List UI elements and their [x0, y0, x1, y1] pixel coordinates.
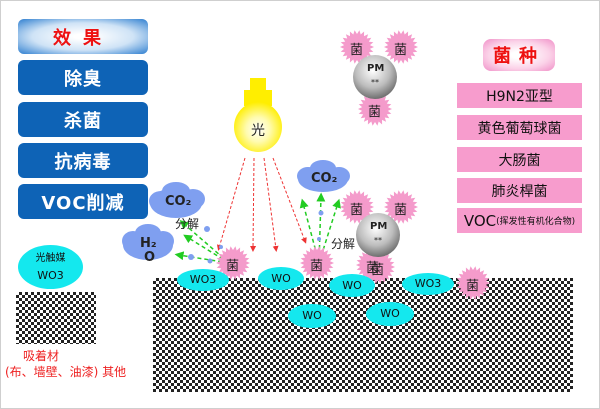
bacteria-label: 菌: [371, 263, 385, 278]
species-header: 菌种: [483, 39, 555, 71]
pm-sub-bottom: **: [374, 236, 382, 245]
wo3-catalyst: WO: [366, 302, 414, 326]
pm-label-top: PM: [367, 63, 385, 74]
species-h9n2: H9N2亚型: [457, 83, 582, 108]
species-e-coli: 大肠菌: [457, 147, 582, 172]
legend-adsorbent-label: 吸着材: [23, 349, 60, 363]
adsorbent-surface: [153, 278, 573, 392]
effects-header: 效果: [18, 19, 148, 54]
bacteria-icon: [456, 266, 490, 300]
light-label: 光: [251, 123, 265, 139]
bacteria-label: 菌: [350, 203, 364, 218]
light-ray: [216, 157, 246, 251]
species-klebsiella: 肺炎桿菌: [457, 178, 582, 203]
wo3-catalyst: WO3: [177, 269, 229, 291]
bacteria-label: 菌: [466, 279, 480, 294]
bacteria-icon: [384, 30, 418, 64]
effect-deodorize: 除臭: [18, 60, 148, 95]
bacteria-icon: [216, 246, 250, 280]
bacteria-layer: [216, 30, 490, 300]
co2-cloud-right: [297, 160, 350, 192]
voc-main: VOC: [463, 211, 497, 230]
co2-cloud-left: [149, 182, 205, 218]
h2o-label-line2: O: [144, 250, 156, 265]
wo3-text: WO: [380, 307, 400, 320]
molecule-dots: [188, 210, 324, 264]
bacteria-label: 菌: [368, 105, 382, 120]
effect-sterilize: 杀菌: [18, 102, 148, 137]
bacteria-label: 菌: [226, 259, 240, 274]
legend-photocatalyst-formula: WO3: [37, 268, 64, 282]
legend-photocatalyst: 光触媒 WO3: [18, 245, 83, 289]
bacteria-label: 菌: [310, 259, 324, 274]
effect-antivirus: 抗病毒: [18, 143, 148, 178]
wo3-text: WO: [302, 309, 322, 322]
effect-voc-reduction: VOC削减: [18, 184, 148, 219]
co2-label-right: CO₂: [311, 171, 338, 186]
wo3-text: WO: [271, 271, 291, 285]
wo3-catalyst: WO: [329, 274, 375, 297]
pm-particle-top: [353, 55, 397, 99]
bacteria-label: 菌: [366, 261, 380, 276]
pm-label-bottom: PM: [370, 221, 388, 232]
bacteria-label: 菌: [394, 43, 408, 58]
species-staphylococcus: 黄色葡萄球菌: [457, 115, 582, 140]
pm-sub-top: **: [371, 78, 379, 87]
light-ray: [250, 157, 257, 252]
wo3-catalyst: WO: [258, 267, 304, 290]
legend-adsorbent-examples: (布、墙壁、油漆) 其他: [5, 365, 127, 379]
co2-label-left: CO₂: [165, 194, 192, 209]
legend-photocatalyst-label: 光触媒: [35, 252, 66, 264]
wo3-text: WO: [342, 278, 362, 292]
voc-sub: (挥发性有机化合物): [496, 217, 576, 227]
h2o-label-line1: H₂: [140, 236, 157, 251]
bacteria-icon: [300, 246, 334, 280]
species-voc: VOC(挥发性有机化合物): [457, 208, 582, 233]
bacteria-icon: [384, 190, 418, 224]
decompose-label-right: 分解: [331, 237, 356, 251]
light-rays: [216, 157, 307, 252]
h2o-cloud: [122, 224, 174, 260]
wo3-catalyst: WO3: [402, 273, 454, 295]
wo3-catalyst: WO: [288, 304, 336, 328]
legend-adsorbent-swatch: [16, 292, 96, 344]
bacteria-label: 菌: [394, 203, 408, 218]
pm-particle-bottom: [356, 213, 400, 257]
decompose-label-left: 分解: [175, 217, 200, 231]
light-bulb-icon: [234, 78, 282, 152]
light-ray: [263, 157, 279, 252]
bacteria-icon: [340, 30, 374, 64]
bacteria-icon: [358, 92, 392, 126]
bacteria-icon: [340, 190, 374, 224]
bacteria-label: 菌: [350, 43, 364, 58]
